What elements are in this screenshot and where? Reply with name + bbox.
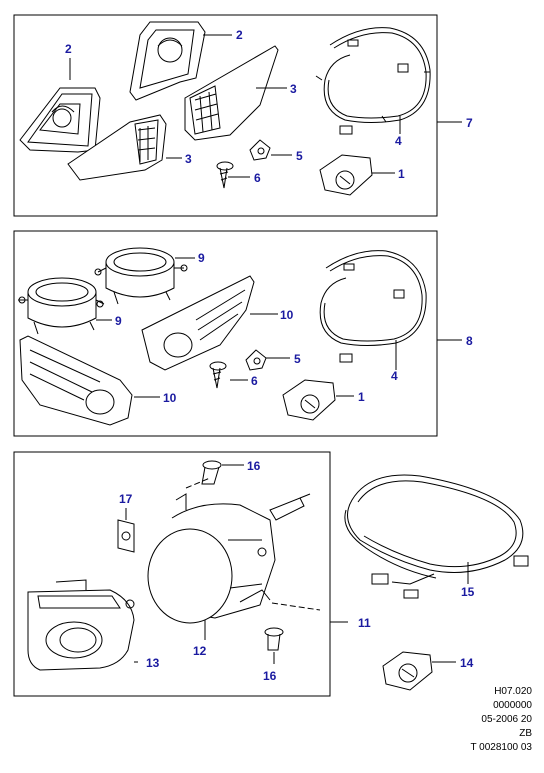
panel-1-frame xyxy=(13,14,438,217)
callout-p3-15: 15 xyxy=(461,585,475,599)
callout-p2-8: 8 xyxy=(466,334,473,348)
bezel-13 xyxy=(27,579,135,671)
clip-1 xyxy=(249,139,271,161)
callout-p1-2b: 2 xyxy=(236,28,243,42)
callout-p3-16a: 16 xyxy=(247,459,261,473)
harness-2 xyxy=(319,250,427,363)
panel-3-frame xyxy=(13,451,331,697)
bezel-right xyxy=(184,45,279,141)
harness-1 xyxy=(315,27,431,135)
screw-16-top xyxy=(201,460,222,485)
callout-p1-4: 4 xyxy=(395,134,402,148)
fog-lamp-right xyxy=(129,21,206,101)
callout-p1-2a: 2 xyxy=(65,42,72,56)
screw-1 xyxy=(216,161,234,189)
switch-14 xyxy=(382,651,433,691)
callout-p1-5: 5 xyxy=(296,149,303,163)
bulb-socket xyxy=(269,493,311,521)
bezel-10-left xyxy=(19,335,133,426)
panel-2-frame xyxy=(13,230,438,437)
bezel-left xyxy=(67,114,167,181)
callout-p2-10b: 10 xyxy=(163,391,177,405)
callout-p1-7: 7 xyxy=(466,116,473,130)
switch-1 xyxy=(319,154,373,196)
callout-p3-16b: 16 xyxy=(263,669,277,683)
bezel-10-right xyxy=(141,275,255,371)
callout-p3-14: 14 xyxy=(460,656,474,670)
reference-line-2: 0000000 xyxy=(493,700,532,711)
fog-lamp-left xyxy=(19,87,101,153)
screw-16-bottom xyxy=(264,627,284,651)
reference-line-5: T 0028100 03 xyxy=(470,742,532,753)
callout-p1-6: 6 xyxy=(254,171,261,185)
harness-15 xyxy=(344,474,529,599)
callout-p2-6: 6 xyxy=(251,374,258,388)
callout-p2-9a: 9 xyxy=(198,251,205,265)
callout-p3-11: 11 xyxy=(358,616,371,630)
callout-p3-17: 17 xyxy=(119,492,133,506)
reference-line-3: 05-2006 20 xyxy=(481,714,532,725)
callout-p3-12: 12 xyxy=(193,644,207,658)
reference-line-1: H07.020 xyxy=(494,686,532,697)
fog-lamp-12 xyxy=(147,493,276,624)
bracket-17 xyxy=(117,519,135,553)
ring-bracket-right xyxy=(94,247,188,305)
callout-p2-9b: 9 xyxy=(115,314,122,328)
callout-p2-10a: 10 xyxy=(280,308,294,322)
screw-2 xyxy=(209,361,227,389)
reference-line-4: ZB xyxy=(519,728,532,739)
callout-p1-1: 1 xyxy=(398,167,405,181)
callout-p3-13: 13 xyxy=(146,656,160,670)
callout-p2-1: 1 xyxy=(358,390,365,404)
clip-2 xyxy=(245,349,267,371)
callout-p1-3b: 3 xyxy=(185,152,192,166)
callout-p1-3a: 3 xyxy=(290,82,297,96)
switch-2 xyxy=(282,379,336,421)
ring-bracket-left xyxy=(18,277,105,335)
callout-p2-5: 5 xyxy=(294,352,301,366)
callout-p2-4: 4 xyxy=(391,369,398,383)
